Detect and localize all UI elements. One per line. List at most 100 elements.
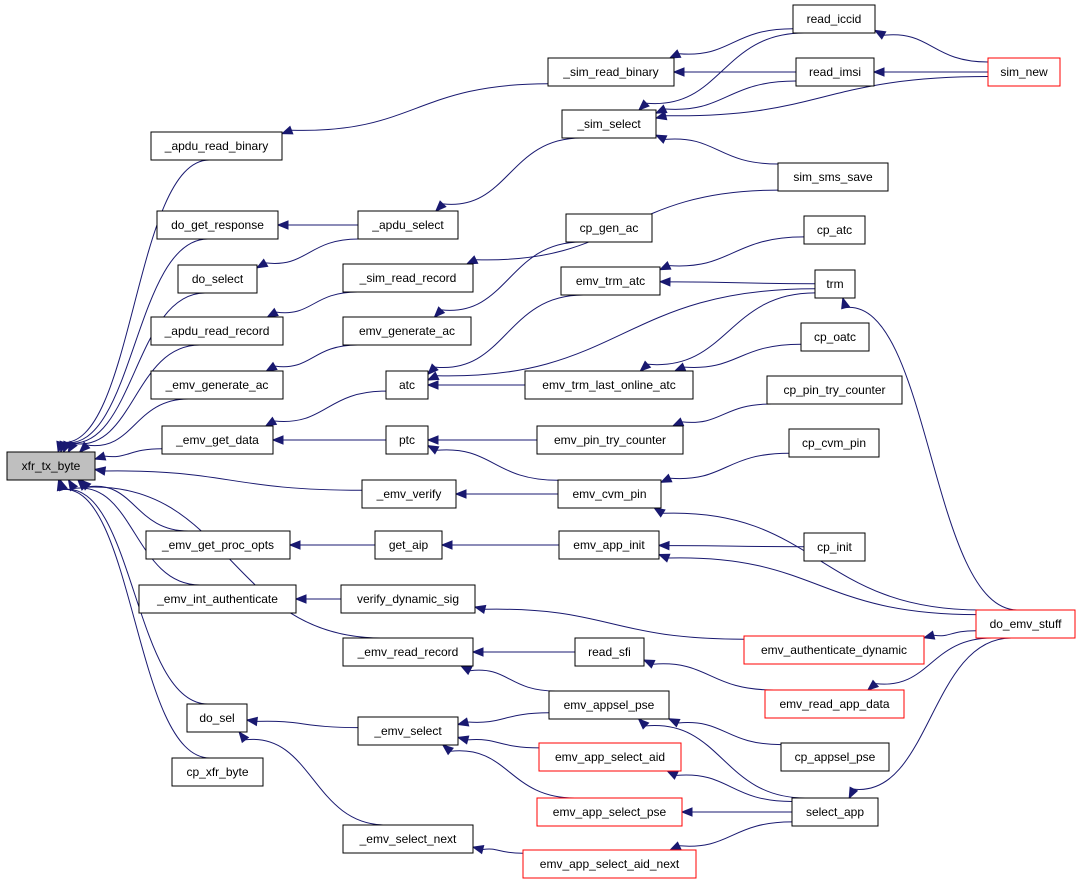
edge-arrowhead [672,67,685,77]
node-box [357,716,459,746]
node-emv-select-next[interactable]: _emv_select_next [342,824,474,854]
node-box [743,635,925,665]
node-label: emv_read_app_data [779,697,889,711]
node-cp-cvm-pin[interactable]: cp_cvm_pin [788,428,880,458]
node-emv-authenticate-dynamic[interactable]: emv_authenticate_dynamic [743,635,925,665]
node-label: verify_dynamic_sig [357,592,459,606]
node-emv-generate-ac-u[interactable]: _emv_generate_ac [150,370,284,400]
edge-select_app-to-emv_appsel_pse [637,718,806,799]
edge-line [665,80,797,110]
edge-arrowhead [266,307,279,318]
edge-apdu_select-to-do_get_response [276,220,359,230]
node-sim-select[interactable]: _sim_select [561,109,657,139]
node-emv-select[interactable]: _emv_select [357,716,459,746]
edge-line [662,512,981,611]
node-emv-generate-ac[interactable]: emv_generate_ac [342,316,472,346]
node-emv-app-select-pse[interactable]: emv_app_select_pse [536,797,683,827]
node-box [150,131,283,161]
node-read-sfi[interactable]: read_sfi [574,637,645,667]
node-verify-dynamic-sig[interactable]: verify_dynamic_sig [340,584,476,614]
node-do-select[interactable]: do_select [177,264,258,294]
node-box [161,425,274,455]
node-sim-new[interactable]: sim_new [987,57,1061,87]
edge-line [668,557,977,616]
node-emv-read-record[interactable]: _emv_read_record [342,637,474,667]
edge-emv_verify-to-xfr_tx_byte [93,466,363,491]
node-trm[interactable]: trm [814,269,856,299]
node-cp-appsel-pse[interactable]: cp_appsel_pse [780,742,890,772]
node-do-sel[interactable]: do_sel [186,703,248,733]
node-box [177,264,258,294]
node-emv-app-init[interactable]: emv_app_init [558,530,660,560]
node-apdu-read-binary[interactable]: _apdu_read_binary [150,131,283,161]
edge-line [845,307,1018,611]
node-sim-read-record[interactable]: _sim_read_record [342,263,474,293]
node-emv-int-authenticate[interactable]: _emv_int_authenticate [138,584,297,614]
node-emv-read-app-data[interactable]: emv_read_app_data [764,689,905,719]
node-select-app[interactable]: select_app [791,797,879,827]
edge-line [86,398,189,447]
node-read-imsi[interactable]: read_imsi [795,57,875,87]
node-emv-app-select-aid-next[interactable]: emv_app_select_aid_next [522,849,697,879]
edges-layer [56,28,1018,855]
node-box [547,57,675,87]
edge-arrowhead [841,296,851,310]
node-get-aip[interactable]: get_aip [374,530,443,560]
node-label: _apdu_read_binary [164,139,268,153]
node-emv-pin-try-counter[interactable]: emv_pin_try_counter [536,425,684,455]
node-emv-verify[interactable]: _emv_verify [361,479,457,509]
node-emv-trm-atc[interactable]: emv_trm_atc [560,266,661,296]
node-label: _emv_get_proc_opts [161,538,274,552]
edge-line [664,138,779,165]
node-emv-cvm-pin[interactable]: emv_cvm_pin [557,479,662,509]
node-label: emv_trm_atc [576,274,645,288]
edge-cp_oatc-to-emv_trm_last_online_atc [673,343,802,372]
edge-arrowhead [654,104,668,114]
edge-arrowhead [434,200,447,212]
node-label: _emv_select_next [359,832,457,846]
node-box [150,370,284,400]
node-emv-trm-last-online-atc[interactable]: emv_trm_last_online_atc [524,370,694,400]
node-atc[interactable]: atc [385,370,429,400]
node-box [524,370,694,400]
node-label: emv_appsel_pse [564,698,655,712]
node-cp-gen-ac[interactable]: cp_gen_ac [565,213,653,243]
edge-arrowhead [642,659,656,669]
edge-line [875,637,993,685]
node-emv-get-proc-opts[interactable]: _emv_get_proc_opts [145,530,291,560]
node-sim-read-binary[interactable]: _sim_read_binary [547,57,675,87]
edge-line [853,637,1012,790]
node-do-get-response[interactable]: do_get_response [156,210,279,240]
node-box [357,210,459,240]
node-read-iccid[interactable]: read_iccid [792,4,876,34]
node-emv-app-select-aid[interactable]: emv_app_select_aid [538,742,682,772]
edge-arrowhead [848,786,859,800]
node-cp-oatc[interactable]: cp_oatc [800,322,870,352]
node-apdu-read-record[interactable]: _apdu_read_record [150,316,284,346]
edge-emv_read_record-to-xfr_tx_byte [76,479,382,639]
edge-read_iccid-to-sim_select [638,32,805,111]
node-box [557,479,662,509]
node-apdu-select[interactable]: _apdu_select [357,210,459,240]
node-box [987,57,1061,87]
node-emv-appsel-pse[interactable]: emv_appsel_pse [548,690,670,720]
edge-line [681,403,772,423]
edge-do_emv_stuff-to-emv_read_app_data [866,637,993,691]
node-ptc[interactable]: ptc [385,425,429,455]
node-sim-sms-save[interactable]: sim_sms_save [777,162,889,192]
edge-line [679,821,793,847]
edge-do_emv_stuff-to-emv_authenticate_dynamic [922,630,977,640]
node-cp-atc[interactable]: cp_atc [803,215,866,245]
edge-cp_init-to-emv_app_init [657,540,805,551]
node-label: cp_xfr_byte [186,765,248,779]
node-cp-init[interactable]: cp_init [803,532,866,562]
edge-cp_gen_ac-to-emv_generate_ac [433,241,582,318]
node-xfr-tx-byte[interactable]: xfr_tx_byte [6,451,96,481]
edge-arrowhead [657,540,670,551]
node-cp-xfr-byte[interactable]: cp_xfr_byte [171,757,264,787]
node-label: cp_gen_ac [580,221,639,235]
node-emv-get-data[interactable]: _emv_get_data [161,425,274,455]
node-cp-pin-try-counter[interactable]: cp_pin_try_counter [766,375,903,405]
edge-line [647,292,816,366]
node-do-emv-stuff[interactable]: do_emv_stuff [975,609,1076,639]
